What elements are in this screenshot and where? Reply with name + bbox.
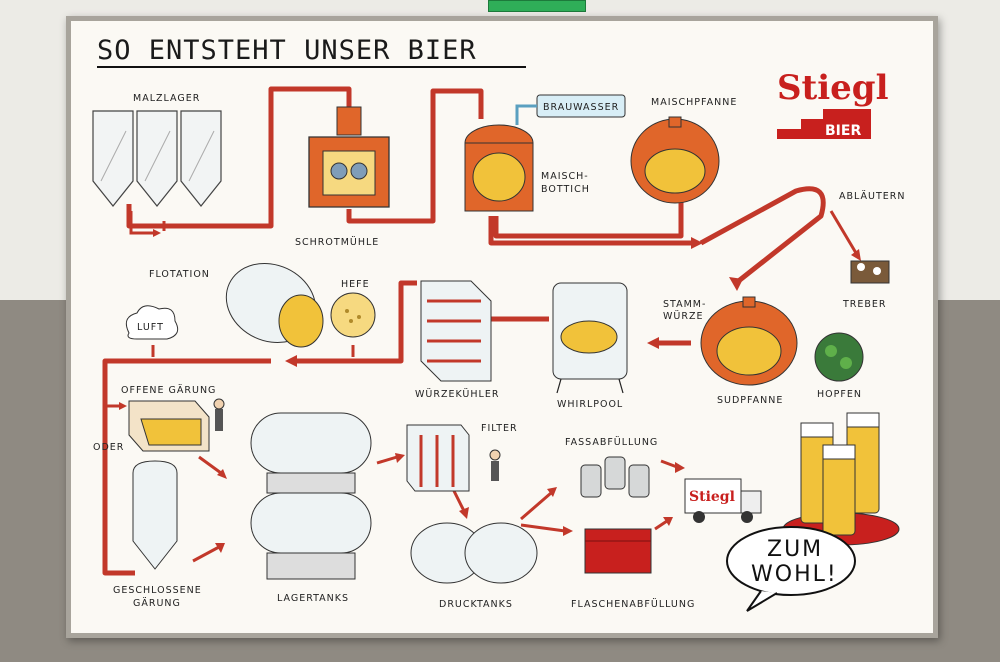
drucktanks: [410, 522, 538, 584]
flotation-tank: [225, 262, 324, 348]
label-hopfen: HOPFEN: [817, 389, 862, 400]
whirlpool-tank: [552, 282, 628, 394]
logo-brand: Stiegl: [777, 68, 889, 108]
label-maischbottich-2: BOTTICH: [541, 184, 590, 195]
sudpfanne-vessel: [700, 296, 798, 386]
label-oder: ODER: [93, 442, 124, 453]
label-ablaeutern: ABLÄUTERN: [839, 191, 906, 202]
label-flaschenabfuellung: FLASCHENABFÜLLUNG: [571, 599, 695, 610]
stiegl-logo: Stiegl BIER: [777, 68, 889, 139]
label-offene-gaerung: OFFENE GÄRUNG: [121, 385, 216, 396]
brauwasser-box: BRAUWASSER: [515, 94, 626, 125]
label-whirlpool: WHIRLPOOL: [557, 399, 623, 410]
exit-sign: [488, 0, 586, 12]
label-wuerzekuehler: WÜRZEKÜHLER: [415, 389, 499, 400]
beer-glasses: [782, 412, 900, 546]
filter-unit: [406, 424, 501, 492]
bubble-line1: ZUM: [767, 537, 823, 562]
lagertanks: [250, 412, 372, 580]
flaschenabfuellung-crate: [584, 528, 652, 574]
treber-pile: [850, 260, 890, 284]
schrotmuehle-mill: [308, 106, 390, 208]
zum-wohl-bubble: ZUM WOHL!: [726, 526, 856, 612]
hefe-circle: [330, 292, 376, 338]
offene-gaerung-vat: [128, 398, 225, 452]
process-diagram: SO ENTSTEHT UNSER BIER Stiegl BIER: [92, 35, 906, 612]
label-maischbottich-1: MAISCH-: [541, 171, 589, 182]
label-malzlager: MALZLAGER: [133, 93, 200, 104]
label-geschlossene-1: GESCHLOSSENE: [113, 585, 202, 596]
brewing-process-poster: SO ENTSTEHT UNSER BIER Stiegl BIER: [66, 16, 938, 638]
fassabfuellung-kegs: [580, 456, 650, 498]
hopfen-circle: [814, 332, 864, 382]
label-schrotmuehle: SCHROTMÜHLE: [295, 237, 379, 248]
label-drucktanks: DRUCKTANKS: [439, 599, 513, 610]
truck-brand: Stiegl: [689, 489, 735, 505]
poster-title: SO ENTSTEHT UNSER BIER: [97, 35, 477, 66]
wuerzekuehler-plates: [420, 280, 492, 382]
label-flotation: FLOTATION: [149, 269, 210, 280]
label-brauwasser: BRAUWASSER: [543, 102, 619, 113]
geschlossene-gaerung-tank: [132, 460, 178, 570]
label-luft: LUFT: [137, 322, 164, 333]
label-lagertanks: LAGERTANKS: [277, 593, 349, 604]
pipes: [102, 86, 861, 576]
label-geschlossene-2: GÄRUNG: [133, 598, 181, 609]
label-filter: FILTER: [481, 423, 518, 434]
label-treber: TREBER: [842, 299, 887, 310]
maischpfanne-vessel: [630, 116, 720, 204]
logo-stairs: [777, 109, 871, 139]
maischbottich-vessel: [464, 124, 534, 212]
bubble-line2: WOHL!: [751, 562, 838, 587]
label-stammwuerze-2: WÜRZE: [663, 311, 703, 322]
label-sudpfanne: SUDPFANNE: [717, 395, 783, 406]
label-maischpfanne: MAISCHPFANNE: [651, 97, 737, 108]
label-stammwuerze-1: STAMM-: [663, 299, 706, 310]
luft-cloud: LUFT: [125, 305, 179, 340]
malzlager-silos: [92, 110, 222, 207]
label-fassabfuellung: FASSABFÜLLUNG: [565, 437, 658, 448]
delivery-truck: Stiegl: [684, 478, 762, 523]
label-hefe: HEFE: [341, 279, 370, 290]
logo-subtitle: BIER: [825, 123, 861, 139]
